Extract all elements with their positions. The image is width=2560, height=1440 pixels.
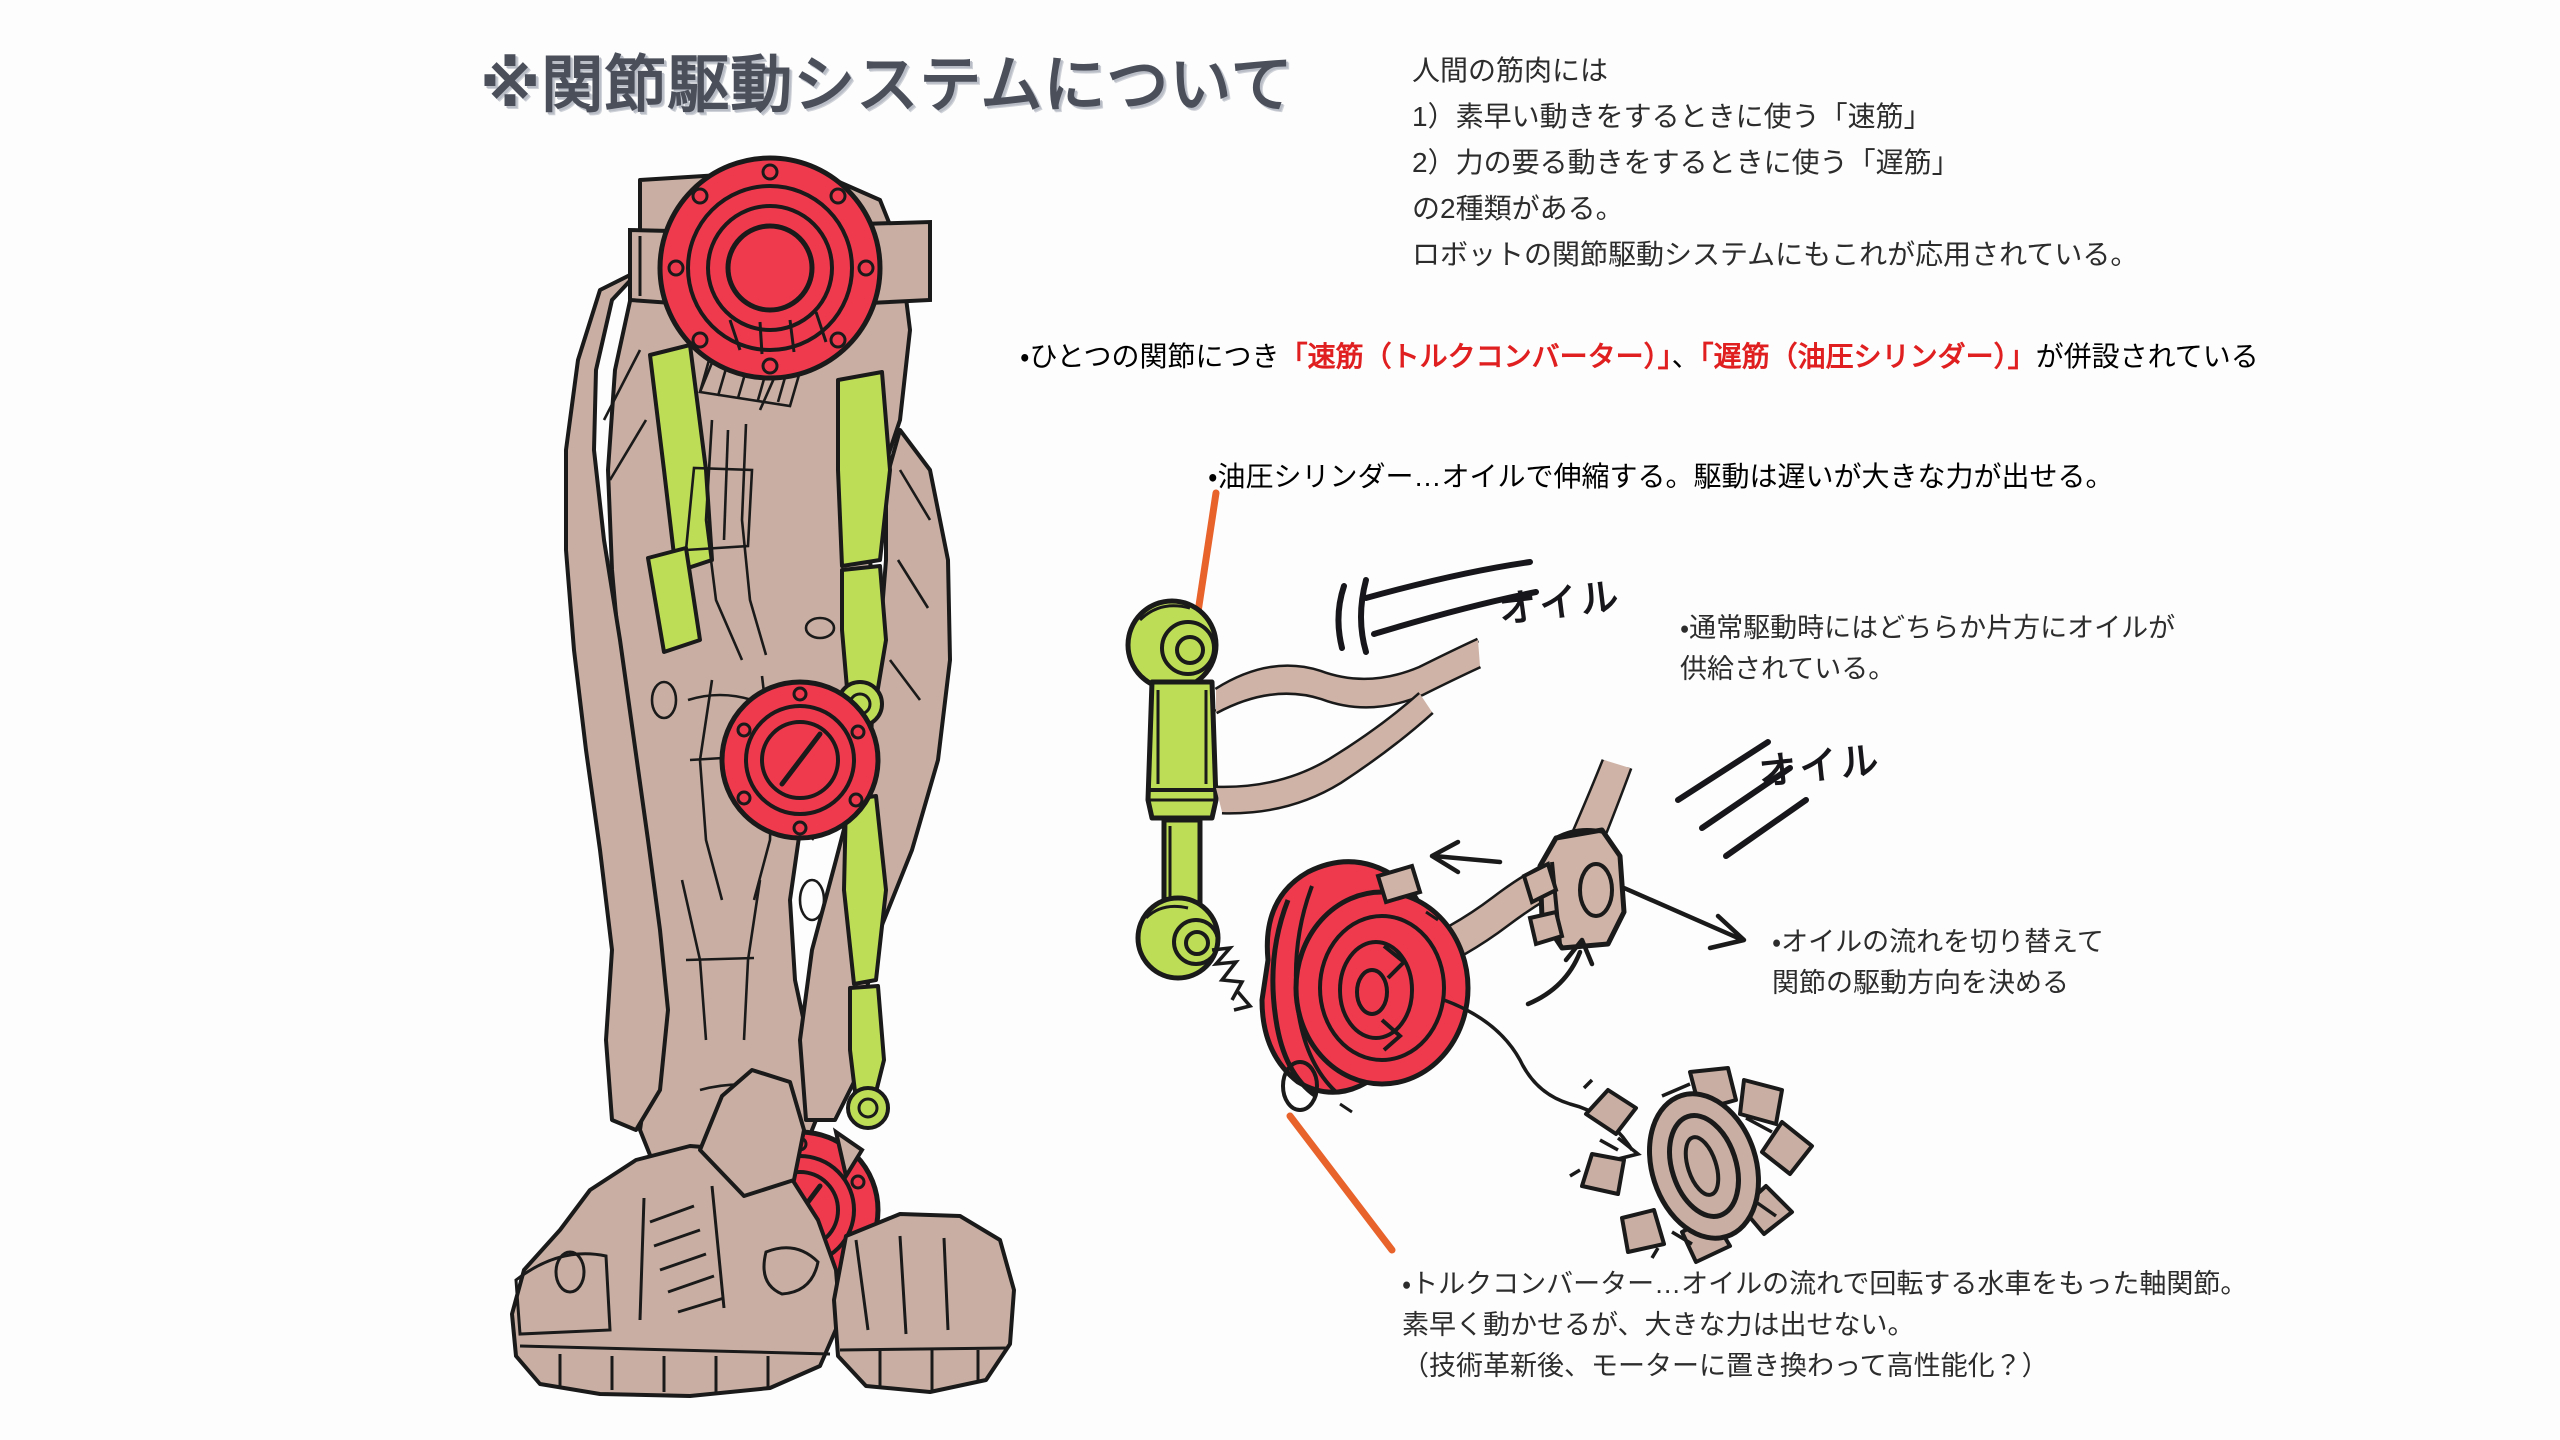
knee-joint-red (719, 679, 881, 841)
leader-line-to-torque-converter (1286, 1112, 1396, 1254)
torque-converter-line-1: ・トルクコンバーター…オイルの流れで回転する水車をもった軸関節。 (1402, 1269, 2248, 1299)
oil-valve-block-detail (1521, 827, 1627, 951)
oil-supply-line-2: 供給されている。 (1680, 654, 1896, 684)
oil-flow-switch-note: ・オイルの流れを切り替えて 関節の駆動方向を決める (1772, 922, 2104, 1004)
intro-line-1: 人間の筋肉には (1412, 55, 1609, 86)
oil-supply-note: ・通常駆動時にはどちらか片方にオイルが 供給されている。 (1680, 608, 2175, 690)
oil-flow-switch-line-1: ・オイルの流れを切り替えて (1772, 927, 2104, 957)
intro-line-4: の2種類がある。 (1412, 193, 1624, 224)
statement-prefix: ・ひとつの関節につき (1020, 341, 1280, 372)
intro-text-block: 人間の筋肉には 1）素早い動きをするときに使う「速筋」 2）力の要る動きをすると… (1412, 48, 2138, 278)
flow-direction-arrows (1429, 839, 1747, 1007)
page-title: ※関節駆動システムについて (480, 48, 1294, 121)
statement-middle: 、 (1671, 341, 1700, 372)
misc-ink-ticks (1339, 910, 1439, 1114)
oil-flow-strokes-upper (1335, 559, 1539, 655)
fast-muscle-term: 「速筋（トルクコンバーター）」 (1279, 341, 1672, 372)
torque-converter-note: ・トルクコンバーター…オイルの流れで回転する水車をもった軸関節。 素早く動かせる… (1402, 1264, 2247, 1387)
oil-flow-switch-line-2: 関節の駆動方向を決める (1772, 968, 2069, 998)
torque-converter-detail (1259, 859, 1642, 1162)
mechanical-boot (510, 1068, 1016, 1398)
torque-converter-line-2: 素早く動かせるが、大きな力は出せない。 (1402, 1310, 1915, 1340)
oil-flow-strokes-lower (1675, 739, 1809, 859)
impeller-water-wheel-detail (1569, 1066, 1814, 1264)
intro-line-3: 2）力の要る動きをするときに使う「遅筋」 (1412, 147, 1960, 178)
hip-joint-red (657, 155, 883, 381)
hydraulic-cylinder-note: ・油圧シリンダー…オイルで伸縮する。駆動は遅いが大きな力が出せる。 (1208, 461, 2114, 492)
slow-muscle-term: 「遅筋（油圧シリンダー）」 (1699, 341, 2036, 372)
robot-leg-assembly (510, 155, 1016, 1398)
leader-line-to-cylinder (1194, 489, 1220, 616)
statement-suffix: が併設されている (2035, 341, 2259, 372)
muscle-pairing-statement: ・ひとつの関節につき「速筋（トルクコンバーター）」、「遅筋（油圧シリンダー）」が… (1020, 335, 2259, 375)
leader-lines-orange (1194, 489, 1396, 1254)
intro-line-2: 1）素早い動きをするときに使う「速筋」 (1412, 101, 1932, 132)
hydraulic-cylinder-detail (1125, 598, 1254, 1012)
oil-supply-line-1: ・通常駆動時にはどちらか片方にオイルが (1680, 613, 2176, 643)
torque-converter-line-3: （技術革新後、モーターに置き換わって高性能化？） (1402, 1351, 2049, 1381)
intro-line-5: ロボットの関節駆動システムにもこれが応用されている。 (1412, 239, 2139, 270)
